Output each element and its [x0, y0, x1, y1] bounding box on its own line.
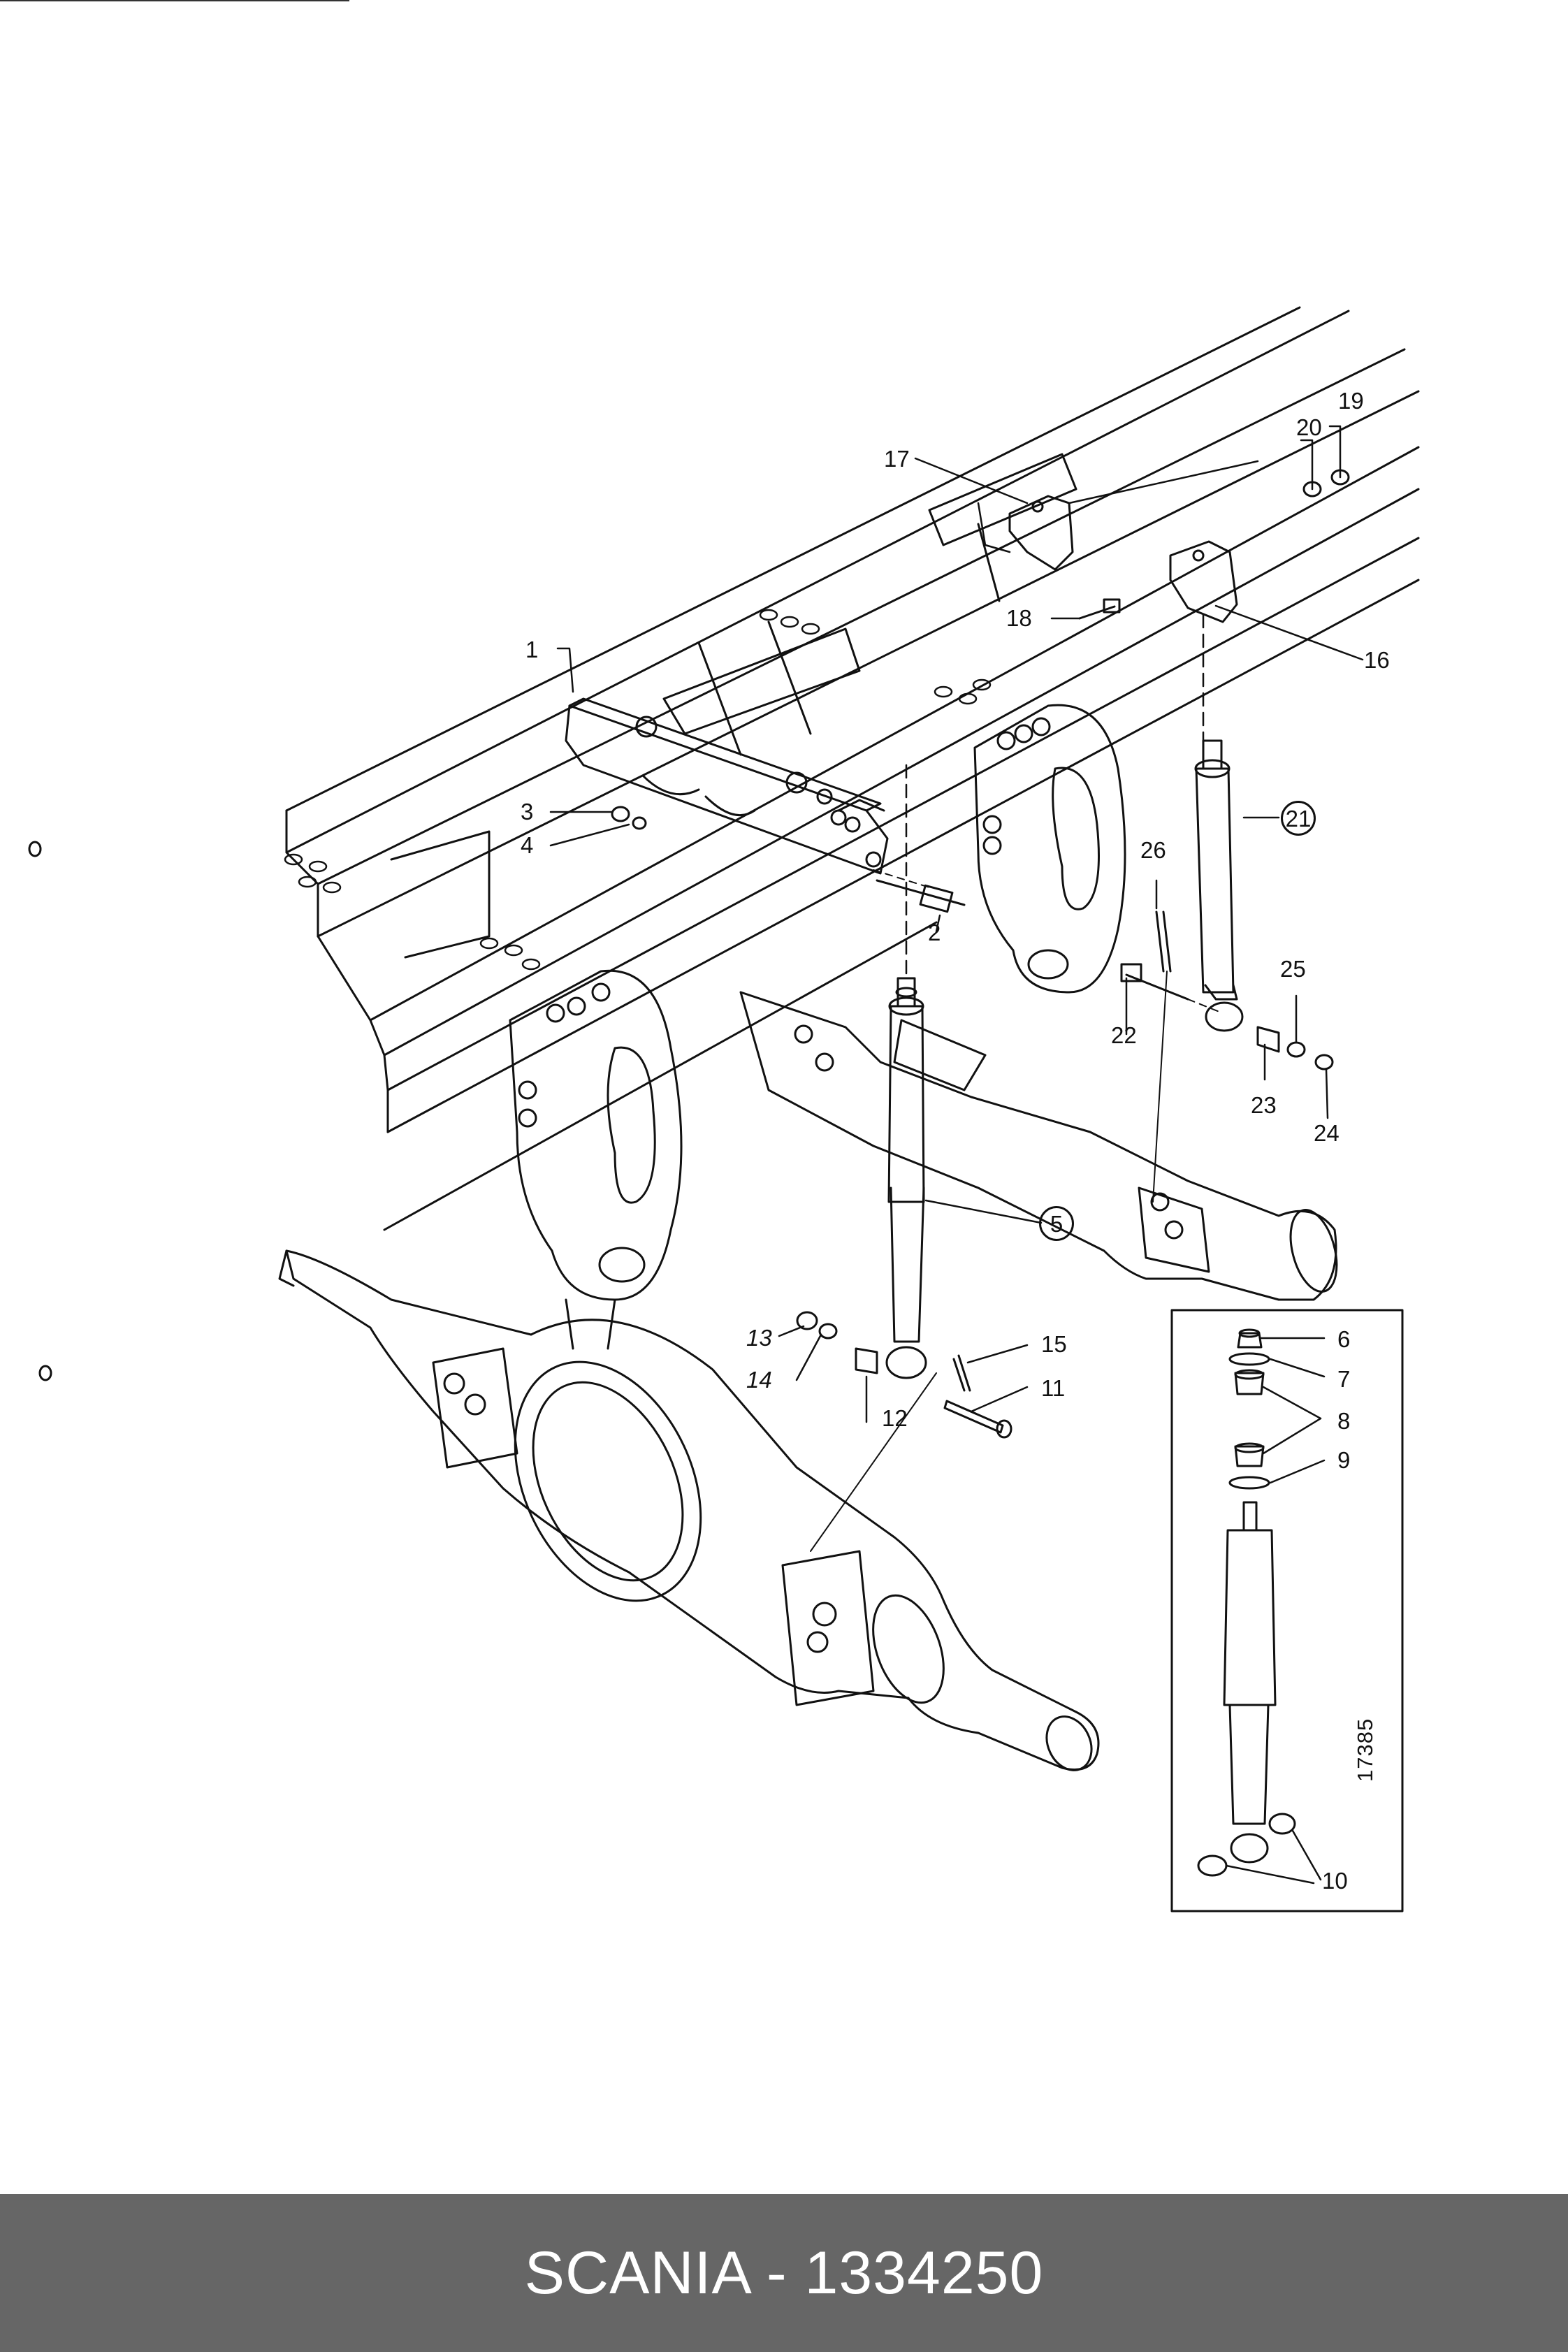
top-rule	[0, 0, 349, 1]
callout-12: 12	[882, 1405, 908, 1431]
callout-7: 7	[1337, 1366, 1351, 1392]
callout-24: 24	[1314, 1120, 1340, 1146]
footer-bar: SCANIA - 1334250	[0, 2194, 1568, 2352]
left-spring-hanger	[509, 969, 683, 1350]
callout-17: 17	[884, 446, 910, 472]
callout-5: 5	[1039, 1206, 1074, 1241]
callout-21: 21	[1281, 801, 1316, 836]
callout-10: 10	[1322, 1868, 1348, 1894]
callout-2: 2	[928, 920, 941, 945]
callout-15: 15	[1041, 1331, 1067, 1357]
callout-26: 26	[1140, 837, 1166, 863]
reference-number: 17385	[1353, 1718, 1377, 1782]
callout-25: 25	[1280, 956, 1306, 982]
callout-6: 6	[1337, 1326, 1351, 1352]
callout-8: 8	[1337, 1408, 1351, 1434]
detail-inset	[1170, 1309, 1404, 1912]
callout-11: 11	[1041, 1375, 1066, 1401]
right-spring-hanger	[973, 704, 1126, 994]
front-axle-housing	[278, 1249, 1100, 1771]
callout-13: 13	[746, 1325, 772, 1351]
shock-brackets	[977, 460, 1259, 623]
callout-16: 16	[1364, 647, 1390, 673]
callout-4: 4	[521, 832, 534, 858]
fasteners	[611, 469, 1350, 1552]
callout-23: 23	[1251, 1092, 1277, 1118]
callout-18: 18	[1006, 605, 1032, 631]
callout-22: 22	[1111, 1022, 1137, 1048]
rear-axle-housing	[739, 991, 1338, 1301]
cross-beam	[565, 697, 889, 875]
frame-rails	[284, 306, 1420, 1231]
callout-3: 3	[521, 799, 534, 825]
shock-absorber-21	[1194, 614, 1244, 1032]
callout-19: 19	[1338, 388, 1364, 414]
shock-absorber-5	[885, 764, 927, 1379]
parts-diagram	[28, 306, 1420, 1912]
footer-caption: SCANIA - 1334250	[524, 2239, 1044, 2307]
callout-20: 20	[1296, 414, 1322, 440]
leader-lines	[549, 425, 1364, 1423]
callout-14: 14	[746, 1367, 772, 1393]
callout-1: 1	[525, 637, 539, 662]
callout-9: 9	[1337, 1447, 1351, 1473]
